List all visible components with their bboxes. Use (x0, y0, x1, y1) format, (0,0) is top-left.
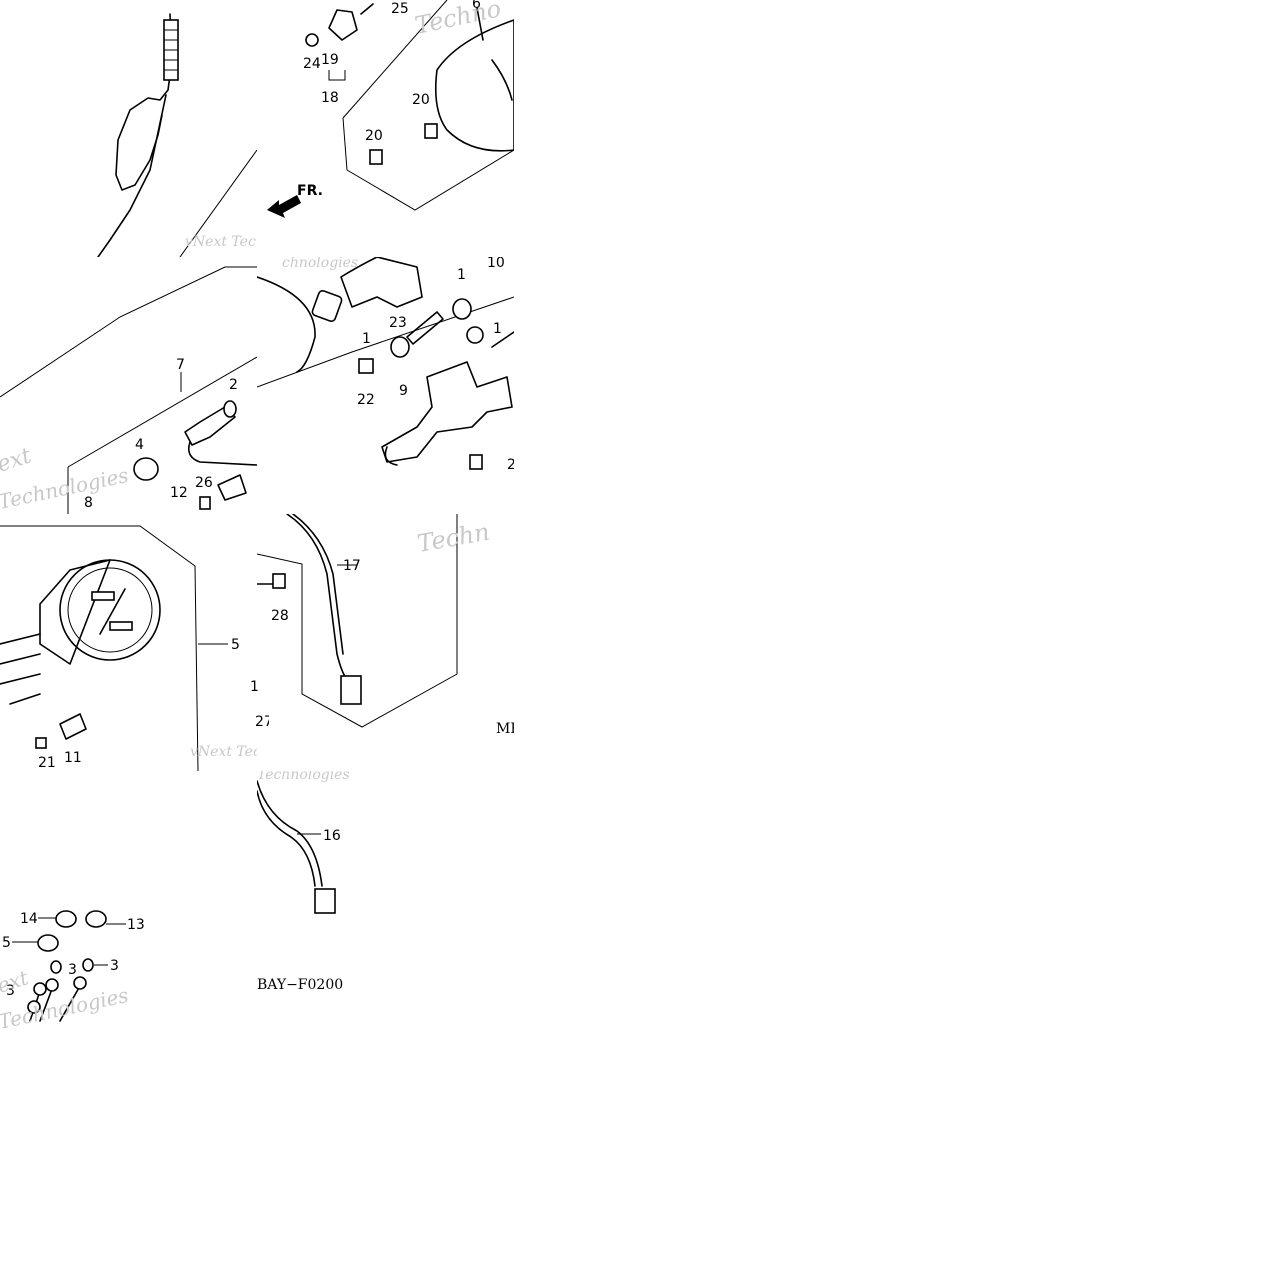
callout-7: 7 (176, 357, 185, 373)
watermark: Technologies (257, 771, 350, 783)
watermark: Techn (415, 518, 491, 558)
arrow-label: FR. (297, 183, 323, 199)
callout-18: 18 (321, 90, 339, 106)
bulb-3b (82, 958, 94, 972)
callout-3: 3 (68, 962, 77, 978)
frame-line (0, 525, 199, 771)
stud (491, 331, 514, 348)
upper-bracket (340, 257, 423, 308)
callout-1: 1 (493, 321, 502, 337)
frame-line (257, 514, 458, 728)
socket-14 (55, 910, 77, 928)
callout-27: 27 (255, 714, 269, 730)
tile-harness-16: 16 BAY−F0200 Technologies (257, 771, 514, 1028)
bulb-3a (50, 960, 62, 974)
socket-15 (37, 934, 59, 952)
callout-5: 5 (231, 637, 240, 653)
speedometer (0, 559, 161, 705)
wire-harness-17 (286, 514, 362, 705)
callout-23: 23 (389, 315, 407, 331)
watermark: ext (0, 965, 32, 998)
meter-cover (434, 7, 514, 152)
callout-19: 19 (321, 52, 339, 68)
front-arrow-icon (267, 195, 301, 218)
gear-11 (59, 713, 87, 740)
callout-11: 11 (64, 750, 82, 766)
callout-24: 24 (303, 56, 321, 72)
watermark: Techno (412, 0, 503, 40)
frame-line (342, 117, 514, 211)
watermark: chnologies (282, 257, 358, 271)
tile-small-parts: 14 13 5 3 3 3 ext Technologies (0, 771, 257, 1028)
callout-21: 21 (38, 755, 56, 771)
diagram-code: ME (496, 721, 514, 737)
tile-strip: 1 27 (249, 670, 269, 730)
rubber-1c (466, 326, 484, 344)
watermark: vNext Tec (190, 744, 257, 760)
tile-harness: 17 28 ME Techn (257, 514, 514, 771)
callout-10: 10 (487, 257, 505, 271)
callout-9: 9 (399, 383, 408, 399)
bolt-group-18 (305, 3, 374, 81)
bolt-20b (369, 149, 383, 165)
callout-25: 25 (391, 1, 409, 17)
callout-16: 16 (323, 828, 341, 844)
callout-2: 2 (507, 457, 514, 473)
leader-line (12, 917, 126, 966)
callout-14: 14 (20, 911, 38, 927)
callout-8: 8 (84, 495, 93, 511)
callout-6: 6 (472, 0, 481, 12)
tile-meter-cover: FR. 25 6 24 19 18 20 20 Techno (257, 0, 514, 257)
tile-speedometer: 5 21 11 vNext Tec (0, 514, 257, 771)
callout-22: 22 (357, 392, 375, 408)
tile-cable: vNext Tec (0, 0, 257, 257)
tile-brackets: 10 1 23 1 1 22 9 2 chnologies (257, 257, 514, 514)
speedometer-cable (97, 13, 179, 257)
callout-1: 1 (250, 679, 259, 695)
watermark: vNext Tec (185, 234, 256, 250)
grommet (311, 290, 343, 322)
callout-13: 13 (127, 917, 145, 933)
callout-28: 28 (271, 608, 289, 624)
bolt-2 (469, 454, 483, 470)
bolt-28 (257, 573, 286, 589)
callout-26: 26 (195, 475, 213, 491)
watermark: ext (0, 443, 35, 477)
callout-1: 1 (457, 267, 466, 283)
nut-22 (358, 358, 374, 374)
frame-line (67, 356, 257, 468)
callout-12: 12 (170, 485, 188, 501)
callout-17: 17 (343, 558, 361, 574)
callout-4: 4 (135, 437, 144, 453)
callout-1: 1 (362, 331, 371, 347)
callout-20: 20 (412, 92, 430, 108)
lower-bracket-9 (381, 361, 513, 466)
callout-3: 3 (110, 958, 119, 974)
grommet-4 (133, 457, 159, 481)
collar-23 (406, 311, 444, 345)
clip-26 (199, 496, 211, 510)
diagram-code: BAY−F0200 (257, 977, 343, 993)
wire-sockets (27, 976, 87, 1022)
clamp-10 (217, 474, 247, 501)
socket-13 (85, 910, 107, 928)
tile-sockets: 7 2 4 12 26 8 ext Technologies (0, 257, 257, 514)
callout-3: 3 (6, 983, 15, 999)
screw-21 (35, 737, 47, 749)
rubber-1a (452, 298, 472, 320)
callout-2: 2 (229, 377, 238, 393)
wire-harness-16 (257, 780, 336, 914)
leader-line (179, 149, 257, 257)
callout-20: 20 (365, 128, 383, 144)
cover-edge (257, 276, 316, 373)
socket-assembly (184, 400, 257, 466)
callout-5: 5 (2, 935, 11, 951)
rubber-1b (390, 336, 410, 358)
frame-line (0, 266, 257, 398)
frame-line (342, 0, 448, 119)
bolt-20a (424, 123, 438, 139)
